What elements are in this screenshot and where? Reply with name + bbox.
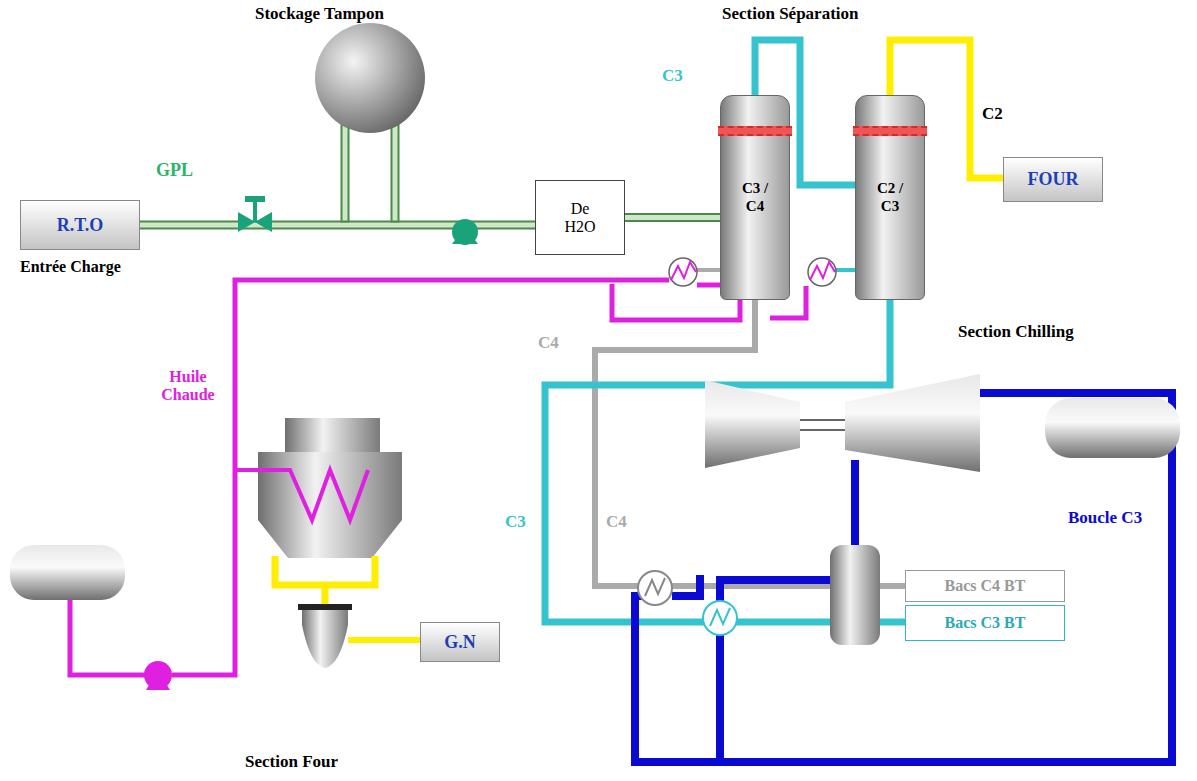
suction-vessel [830,545,880,645]
compressor [705,374,980,472]
section-label: C4 [606,512,627,532]
storage-box: Bacs C4 BT [905,570,1065,602]
destination-box: FOUR [1003,157,1103,202]
node-text: G.N [444,632,476,653]
control-valve [238,196,272,232]
node-text: Bacs C4 BT [945,577,1026,595]
section-label: Section Séparation [722,4,858,24]
node-text: R.T.O [57,215,104,236]
storage-legs [345,128,395,218]
node-text: Bacs C3 BT [945,614,1026,632]
section-label: Huile Chaude [150,368,226,405]
section-label: Boucle C3 [1068,508,1142,528]
node-text: De H2O [556,200,604,236]
oil-pump-base [146,680,170,690]
dehydrator-box: De H2O [535,180,625,255]
propane-drum [1045,398,1180,458]
source-box: R.T.O [20,200,140,250]
furnace [235,418,420,668]
hot-oil-line [70,280,806,675]
node-text: FOUR [1028,169,1079,190]
section-label: C3 [662,66,683,86]
node-text: C3 / C4 [740,180,770,215]
gas-source-box: G.N [420,622,500,662]
section-label: C2 [982,104,1003,124]
distillation-column: C3 / C4 [720,95,790,300]
section-label: C4 [538,333,559,353]
chiller [638,571,737,635]
distillation-column: C2 / C3 [855,95,925,300]
storage-box: Bacs C3 BT [905,605,1065,641]
section-label: C3 [505,512,526,532]
storage-sphere [315,23,425,133]
section-label: Stockage Tampon [255,4,384,24]
process-pipe [625,217,720,218]
section-label: Section Four [245,752,338,772]
feed-pump [452,219,478,245]
oil-tank [10,545,125,600]
section-label: Section Chilling [958,322,1074,342]
column-ring [853,126,927,136]
section-label: GPL [156,160,193,181]
section-label: Entrée Charge [20,258,121,276]
column-ring [718,126,792,136]
node-text: C2 / C3 [875,180,905,215]
oil-pump [144,661,172,689]
